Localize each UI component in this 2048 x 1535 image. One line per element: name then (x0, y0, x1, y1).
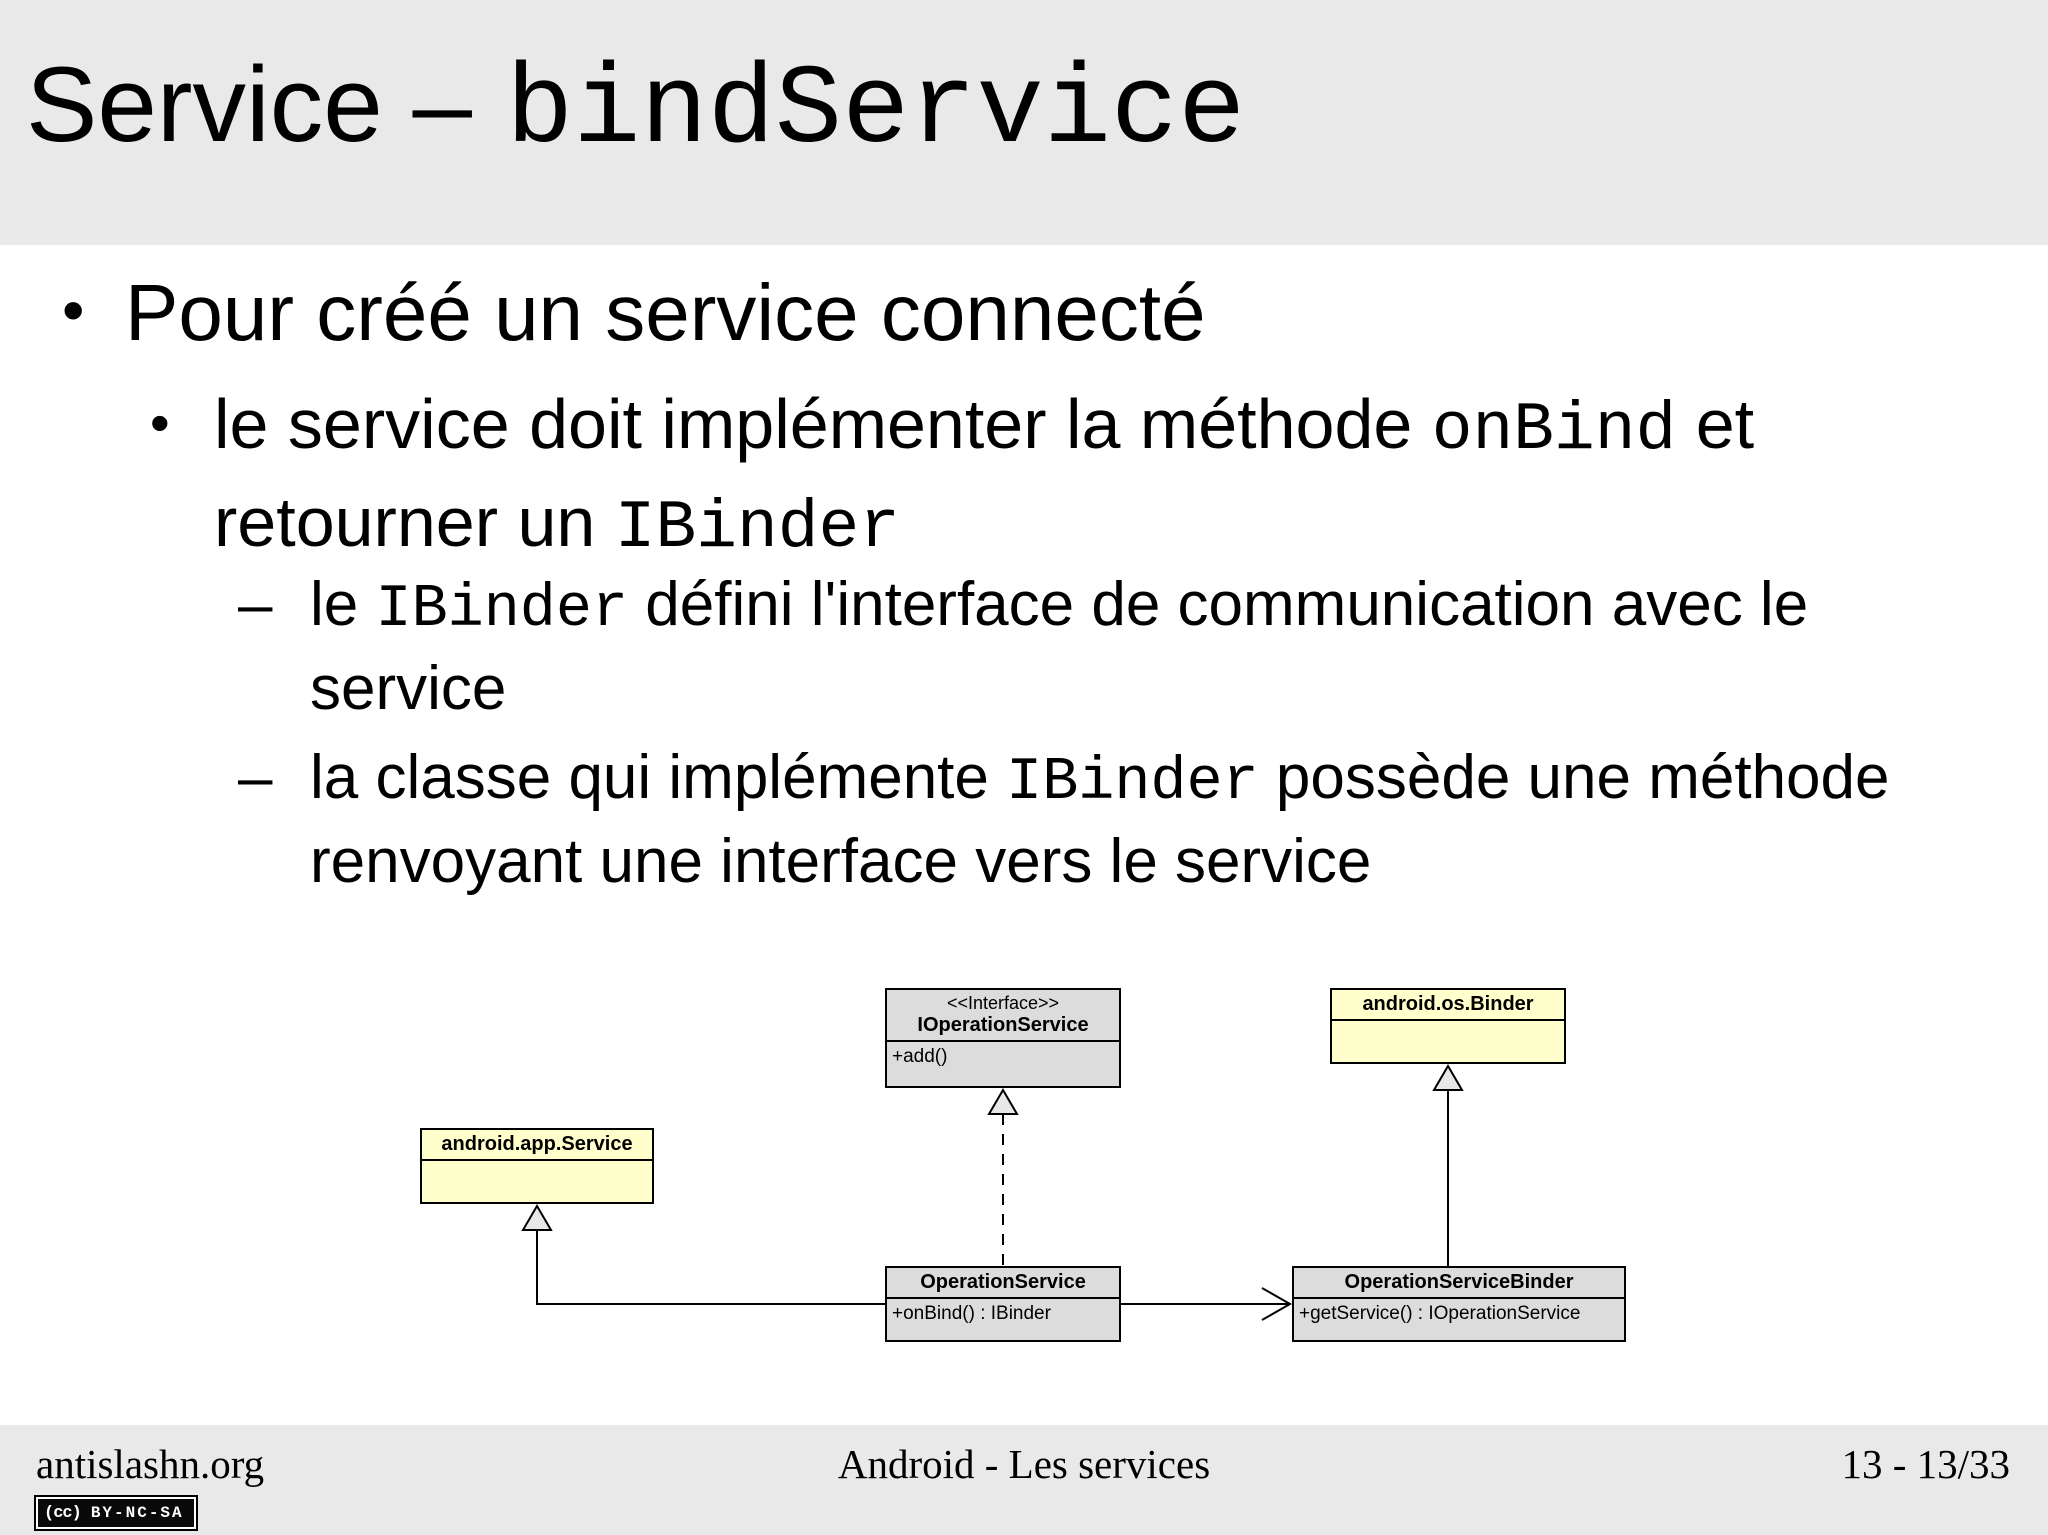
inheritance-triangle-icon (521, 1204, 553, 1231)
title-regular-text: Service – (26, 44, 473, 164)
bullet-level2: • le service doit implémenter la méthode… (150, 378, 1854, 573)
text-run: et retourner un (214, 385, 1755, 561)
uml-class-android-app-service: android.app.Service (420, 1128, 654, 1204)
page-title: Service – bindService (26, 42, 1245, 175)
realization-triangle-icon (987, 1088, 1019, 1115)
class-header: android.app.Service (422, 1130, 652, 1161)
inline-code-onbind: onBind (1431, 392, 1677, 469)
cc-license-badge: (cc) BY-NC-SA (34, 1495, 198, 1531)
footer-site-text: antislashn.org (36, 1441, 265, 1487)
class-member: +getService() : IOperationService (1299, 1303, 1581, 1324)
bullet-level3-second-text: la classe qui implémente IBinder possède… (310, 738, 1960, 903)
inline-code-ibinder: IBinder (375, 576, 629, 644)
class-name: android.app.Service (441, 1133, 633, 1155)
title-band: Service – bindService (0, 0, 2048, 245)
text-run: la classe qui implémente (310, 743, 1007, 812)
footer-band: antislashn.org Android - Les services 13… (0, 1425, 2048, 1535)
dash-marker: – (238, 570, 273, 639)
class-header: OperationServiceBinder (1294, 1268, 1624, 1299)
bullet-level1: • Pour créé un service connecté (62, 262, 1206, 364)
inline-code-ibinder: IBinder (1006, 749, 1259, 817)
bullet-level2-text: le service doit implémenter la méthode o… (214, 378, 1854, 573)
cc-icon: (cc) (44, 1503, 82, 1523)
text-run: défini l'interface de communication avec… (310, 570, 1809, 724)
bullet-dot-marker: • (150, 391, 170, 454)
class-header: OperationService (887, 1268, 1119, 1299)
inheritance-triangle-icon (1432, 1064, 1464, 1091)
inline-code-ibinder: IBinder (614, 489, 900, 567)
class-member (1332, 1021, 1564, 1067)
inheritance-elbow-line (536, 1230, 885, 1305)
class-member: +onBind() : IBinder (892, 1303, 1051, 1324)
class-member (422, 1161, 652, 1207)
class-member: +add() (892, 1046, 948, 1067)
class-name: OperationService (920, 1271, 1086, 1293)
cc-license-inner: (cc) BY-NC-SA (38, 1499, 194, 1527)
class-name: IOperationService (917, 1014, 1089, 1036)
bullet-level3-first: – le IBinder défini l'interface de commu… (238, 565, 1870, 730)
class-name: android.os.Binder (1362, 993, 1534, 1015)
bullet-dot-marker: • (62, 274, 85, 346)
uml-class-operationservice: OperationService +onBind() : IBinder (885, 1266, 1121, 1342)
uml-class-operationservicebinder: OperationServiceBinder +getService() : I… (1292, 1266, 1626, 1342)
cc-license-label: BY-NC-SA (90, 1504, 184, 1522)
text-run: possède une méthode renvoyant une interf… (310, 743, 1890, 897)
footer-page-number: 13 - 13/33 (1841, 1441, 2010, 1487)
dash-marker: – (238, 743, 273, 812)
bullet-level3-second: – la classe qui implémente IBinder possè… (238, 738, 1960, 903)
footer-course-title: Android - Les services (837, 1441, 1211, 1487)
bullet-level3-first-text: le IBinder défini l'interface de communi… (310, 565, 1870, 730)
class-name: OperationServiceBinder (1344, 1271, 1574, 1293)
open-arrowhead-icon (1261, 1287, 1293, 1321)
text-run: le (310, 570, 376, 639)
uml-class-ioperationservice: <<Interface>> IOperationService +add() (885, 988, 1121, 1088)
text-run: le service doit implémenter la méthode (214, 385, 1432, 463)
stereotype-label: <<Interface>> (946, 993, 1060, 1013)
class-header: <<Interface>> IOperationService (887, 990, 1119, 1042)
title-code-text: bindService (506, 48, 1246, 175)
uml-class-android-os-binder: android.os.Binder (1330, 988, 1566, 1064)
bullet-level1-text: Pour créé un service connecté (125, 268, 1206, 357)
class-header: android.os.Binder (1332, 990, 1564, 1021)
